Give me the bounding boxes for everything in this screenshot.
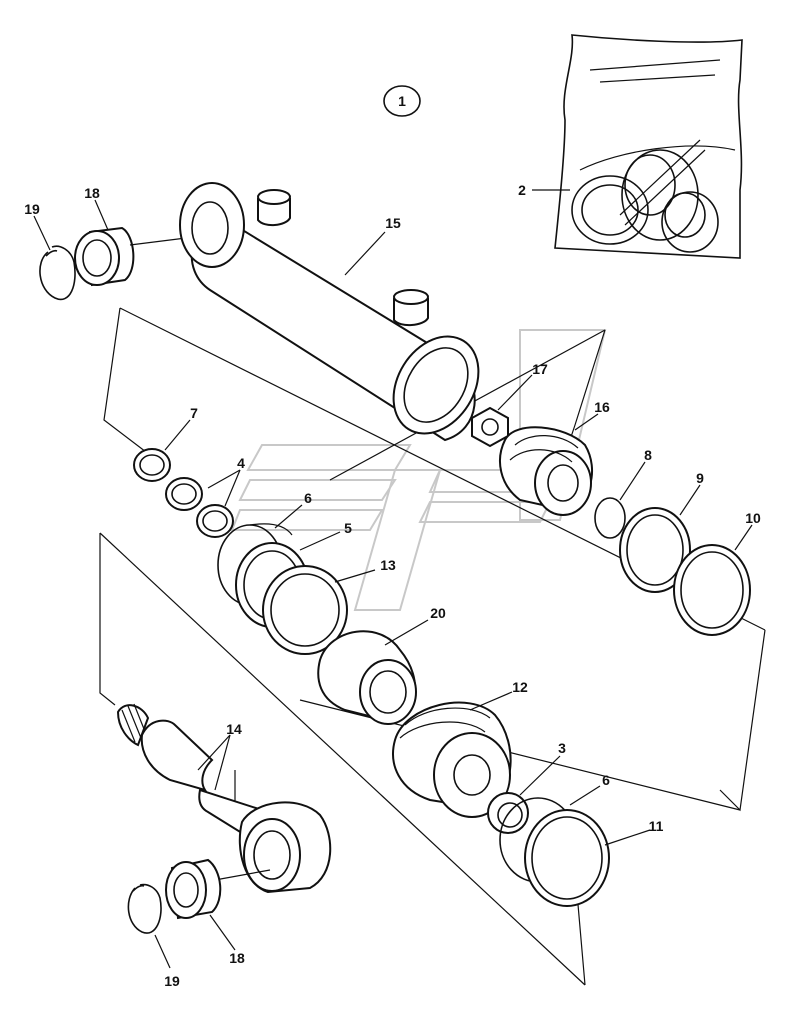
piston — [392, 701, 512, 818]
gland — [499, 426, 594, 516]
callout-labels: 19 18 15 2 17 16 7 4 6 5 13 8 9 10 20 12… — [24, 182, 761, 989]
callout-label: 7 — [190, 405, 198, 421]
callout-label: 18 — [84, 185, 100, 201]
bushing-bottom — [165, 858, 271, 920]
seal-11 — [524, 809, 610, 907]
snap-ring-top — [39, 245, 76, 301]
callout-label: 3 — [558, 740, 566, 756]
callout-label: 5 — [344, 520, 352, 536]
callout-label: 14 — [226, 721, 242, 737]
callout-label: 4 — [237, 455, 245, 471]
o-ring-8 — [594, 497, 626, 539]
callout-label: 20 — [430, 605, 446, 621]
callout-label: 6 — [602, 772, 610, 788]
cylinder-barrel — [179, 182, 480, 442]
callout-label: 19 — [24, 201, 40, 217]
seal-kit-bag — [554, 34, 743, 259]
rod-eye — [238, 801, 332, 894]
callout-label: 15 — [385, 215, 401, 231]
group-number-circle — [383, 85, 421, 117]
seal-9 — [619, 507, 691, 593]
callout-label: 10 — [745, 510, 761, 526]
callout-label: 13 — [380, 557, 396, 573]
rings-4 — [165, 477, 234, 538]
ring-10 — [673, 544, 751, 636]
callout-label: 16 — [594, 399, 610, 415]
callout-label: 9 — [696, 470, 704, 486]
ring-7 — [133, 448, 171, 482]
callout-label: 8 — [644, 447, 652, 463]
callout-label: 2 — [518, 182, 526, 198]
callout-label: 17 — [532, 361, 548, 377]
hex-nut — [471, 406, 509, 448]
callout-label: 18 — [229, 950, 245, 966]
callout-label: 19 — [164, 973, 180, 989]
group-number: 1 — [398, 93, 406, 109]
callout-label: 6 — [304, 490, 312, 506]
callout-label: 12 — [512, 679, 528, 695]
leader-lines — [33, 189, 753, 969]
spacer — [317, 630, 417, 725]
callout-label: 11 — [649, 818, 664, 834]
snap-ring-bottom — [127, 883, 162, 934]
bushing-top — [74, 226, 135, 287]
seal-13 — [262, 565, 348, 655]
